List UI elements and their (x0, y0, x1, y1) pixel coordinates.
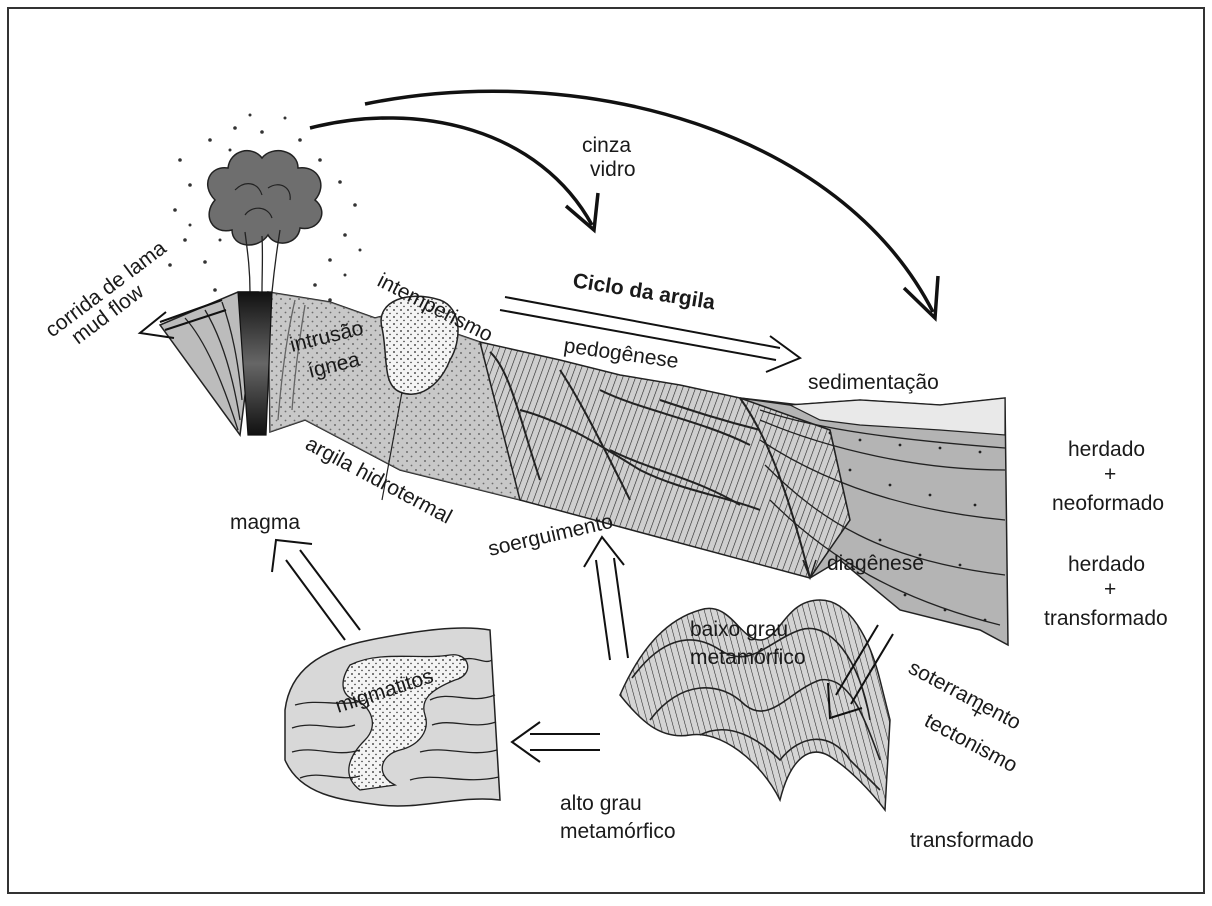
label-diagenese: diagênese (827, 552, 924, 575)
label-magma: magma (230, 511, 300, 534)
label-sedimentacao: sedimentação (808, 371, 939, 394)
label-neoformado: neoformado (1052, 492, 1164, 515)
label-vidro: vidro (590, 158, 636, 181)
label-transformado-side: transformado (1044, 607, 1168, 630)
label-herdado-1: herdado (1068, 438, 1145, 461)
label-plus-2: + (1104, 578, 1116, 601)
label-alto-metamorfico: metamórfico (560, 820, 676, 843)
label-transformado-bottom: transformado (910, 829, 1034, 852)
label-cinza: cinza (582, 134, 631, 157)
label-baixo-grau: baixo grau (690, 618, 788, 641)
label-alto-grau: alto grau (560, 792, 642, 815)
label-plus-1: + (1104, 463, 1116, 486)
label-herdado-2: herdado (1068, 553, 1145, 576)
label-baixo-metamorfico: metamórfico (690, 646, 806, 669)
